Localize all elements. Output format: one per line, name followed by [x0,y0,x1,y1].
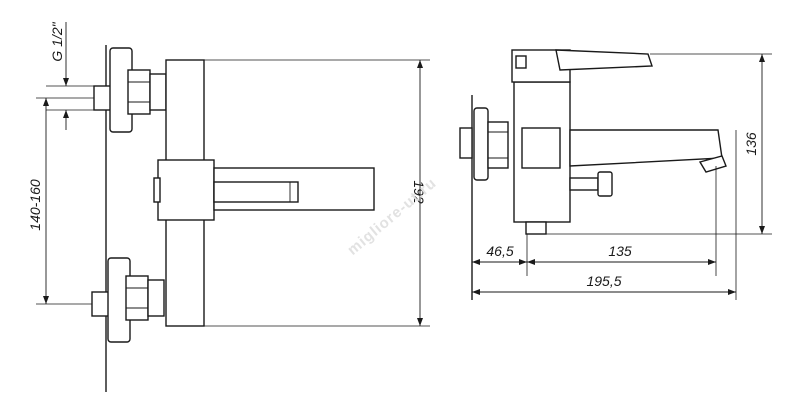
lower-connection [91,257,165,343]
side-diverter-stem [569,177,599,191]
side-flange [473,107,489,181]
dim-spout-reach: 135 [608,243,632,259]
dim-center-distance: 140-160 [27,179,43,231]
side-diverter-knob [597,171,613,197]
side-aerator [698,155,727,173]
lever-handle [213,181,299,203]
side-handle-pin [515,55,527,69]
dim-height-front: 192 [411,180,427,204]
dim-height-side: 136 [743,132,759,156]
cartridge-cap [153,177,161,203]
front-view: 192 G 1/2" 140-160 [27,21,430,392]
side-lever [555,49,653,71]
dim-total-depth: 195,5 [586,273,621,289]
side-spout [569,129,723,167]
side-bottom-outlet [525,221,547,235]
dim-thread: G 1/2" [49,21,65,61]
side-view: 136 46,5 135 195,5 [459,49,772,300]
side-nut [487,121,509,169]
dim-offset: 46,5 [486,243,513,259]
lower-nut [125,275,149,321]
lower-eccentric [147,279,165,317]
upper-nut [127,69,151,115]
upper-connection [93,47,167,133]
side-inlet [459,127,473,159]
cartridge-block [157,159,215,221]
upper-eccentric [149,73,167,111]
side-cartridge [521,127,561,169]
